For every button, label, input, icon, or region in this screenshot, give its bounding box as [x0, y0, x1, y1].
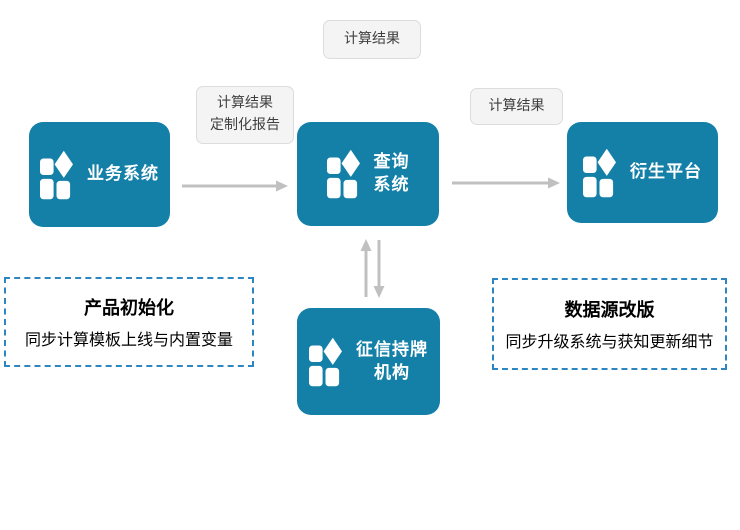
label-text: 计算结果 — [488, 97, 545, 114]
note-datasource-revision: 数据源改版 同步升级系统与获知更新细节 — [492, 278, 727, 370]
note-product-initialization: 产品初始化 同步计算模板上线与内置变量 — [4, 277, 254, 367]
node-credit-licensed-institution: 征信持牌 机构 — [297, 308, 440, 415]
node-label: 查询 系统 — [374, 151, 410, 197]
label-business-to-query: 计算结果 定制化报告 — [196, 86, 294, 144]
label-text: 计算结果 — [344, 30, 400, 47]
node-derivative-platform: 衍生平台 — [567, 122, 718, 223]
grid-diamond-icon — [583, 148, 616, 198]
label-calculation-result-top: 计算结果 — [323, 20, 421, 59]
arrow-business-to-query — [182, 180, 288, 192]
node-label-line2: 系统 — [373, 175, 410, 195]
note-title: 产品初始化 — [84, 298, 174, 319]
arrow-query-to-derivative — [452, 177, 560, 189]
node-label-line1: 查询 — [373, 152, 410, 173]
node-label: 征信持牌 机构 — [356, 339, 428, 385]
node-label-line1: 征信持牌 — [356, 339, 428, 360]
note-title: 数据源改版 — [564, 300, 655, 321]
grid-diamond-icon — [309, 337, 342, 387]
node-label: 衍生平台 — [630, 162, 702, 183]
node-label-line2: 机构 — [374, 362, 410, 383]
node-business-system: 业务系统 — [29, 122, 170, 227]
node-query-system: 查询 系统 — [297, 122, 439, 226]
note-subtitle: 同步计算模板上线与内置变量 — [24, 330, 233, 349]
label-text-line2: 定制化报告 — [210, 117, 280, 133]
grid-diamond-icon — [326, 149, 360, 199]
node-label: 业务系统 — [87, 164, 159, 185]
label-text-line1: 计算结果 — [217, 95, 273, 112]
note-subtitle: 同步升级系统与获知更新细节 — [505, 332, 714, 351]
arrow-query-to-credit — [373, 240, 385, 298]
grid-diamond-icon — [40, 150, 73, 200]
label-query-to-derivative: 计算结果 — [470, 88, 563, 125]
arrow-credit-to-query — [360, 239, 372, 297]
